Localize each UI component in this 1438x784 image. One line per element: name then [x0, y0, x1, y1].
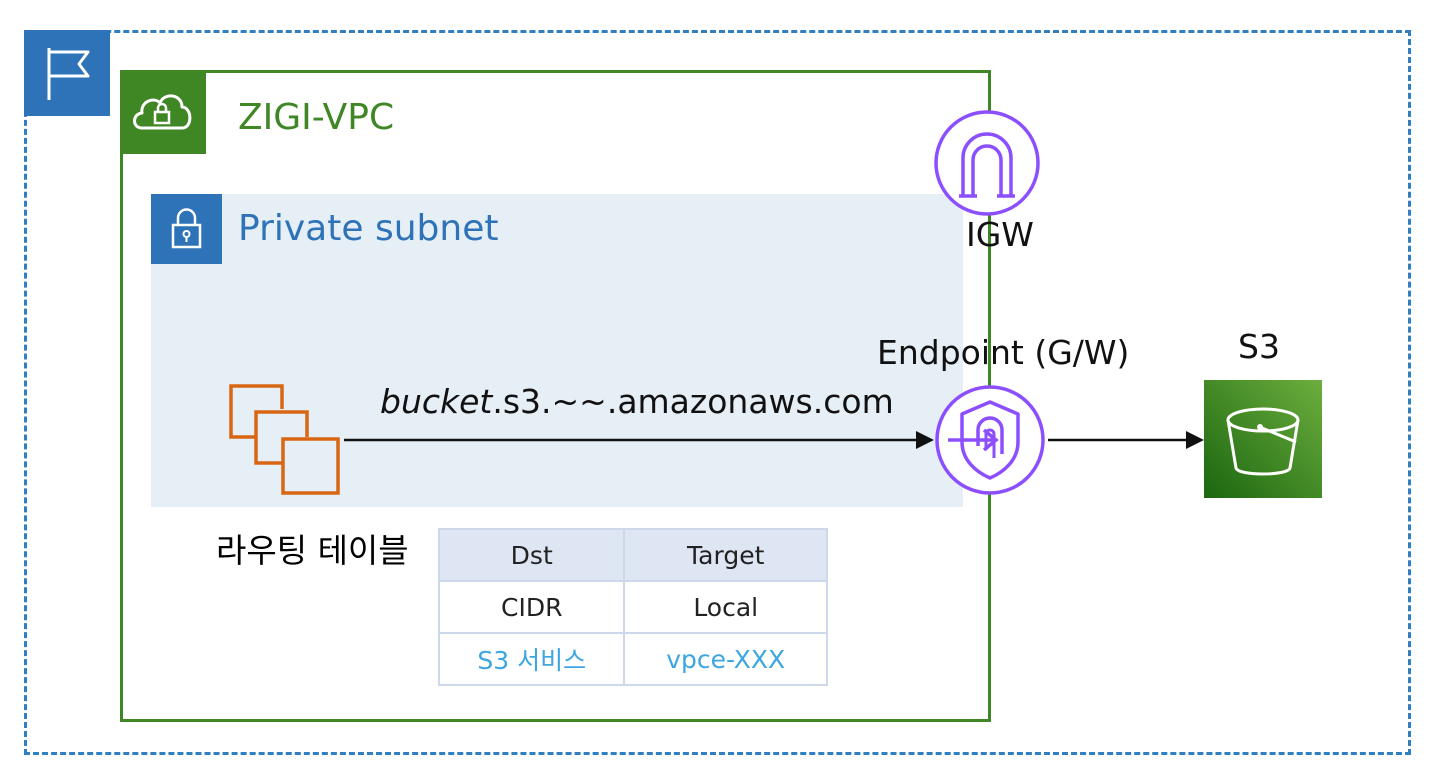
region-badge: [24, 30, 110, 116]
routing-table: Dst Target CIDR Local S3 서비스 vpce-XXX: [437, 528, 828, 686]
vpc-title: ZIGI-VPC: [238, 97, 395, 138]
header-dst: Dst: [437, 528, 626, 582]
s3-label: S3: [1238, 327, 1280, 366]
row-target: vpce-XXX: [623, 632, 828, 686]
bucket-url-italic: bucket: [380, 382, 493, 421]
internet-gateway-icon: [934, 110, 1040, 216]
subnet-title: Private subnet: [238, 208, 499, 249]
ec2-instances-icon: [229, 384, 340, 495]
endpoint-label: Endpoint (G/W): [877, 333, 1130, 372]
s3-bucket-icon: [1204, 380, 1322, 498]
table-row: S3 서비스 vpce-XXX: [437, 632, 828, 686]
row-dst: S3 서비스: [437, 632, 626, 686]
flag-icon: [47, 48, 90, 100]
vpc-endpoint-icon: [935, 385, 1045, 495]
header-target: Target: [623, 528, 828, 582]
arrowhead-s3: [1186, 431, 1204, 449]
routing-table-label: 라우팅 테이블: [216, 531, 409, 570]
private-subnet: [151, 194, 963, 507]
row-dst: CIDR: [437, 580, 626, 634]
lock-icon: [171, 208, 202, 249]
region-boundary: [24, 30, 1411, 755]
table-header-row: Dst Target: [437, 528, 828, 582]
table-row: CIDR Local: [437, 580, 828, 634]
row-target: Local: [623, 580, 828, 634]
arrowhead-endpoint: [916, 431, 934, 449]
igw-label: IGW: [966, 215, 1034, 254]
bucket-url-label: bucket.s3.~~.amazonaws.com: [380, 382, 894, 421]
bucket-url-rest: .s3.~~.amazonaws.com: [492, 382, 894, 421]
cloud-lock-icon: [133, 94, 192, 130]
subnet-badge: [151, 194, 222, 264]
vpc-badge: [120, 70, 206, 154]
